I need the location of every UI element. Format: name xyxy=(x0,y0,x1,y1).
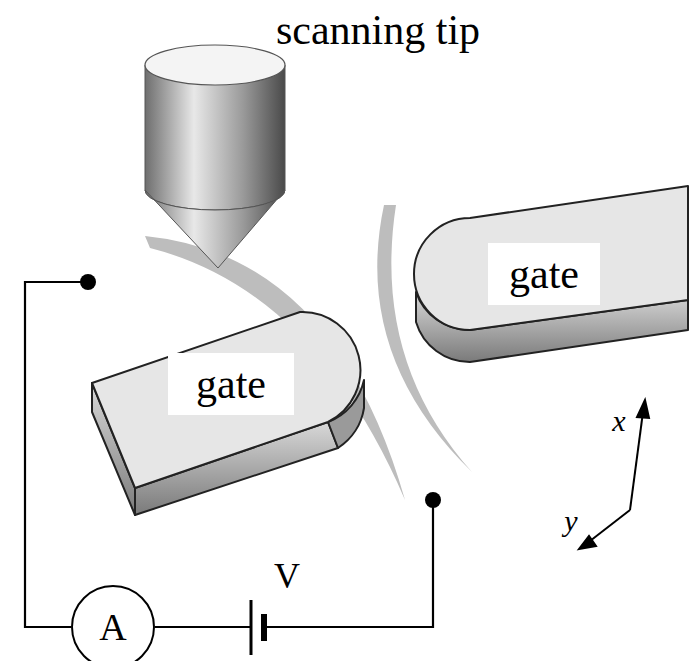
axis-arrows xyxy=(579,400,649,549)
axis-label: y xyxy=(564,506,577,536)
voltage-label: V xyxy=(274,558,300,594)
circuit-wire xyxy=(25,282,433,627)
terminal xyxy=(80,274,96,290)
terminal xyxy=(425,492,441,508)
gate-label: gate xyxy=(509,253,579,295)
title-label: scanning tip xyxy=(276,9,480,51)
gate-electrode xyxy=(414,186,688,362)
gate-label-box: gate xyxy=(168,353,294,415)
gate-label-box: gate xyxy=(488,243,600,305)
ammeter-symbol: A xyxy=(71,585,155,661)
meter-letter: A xyxy=(99,608,126,646)
gate-electrode xyxy=(92,312,364,515)
axis-label: x xyxy=(612,406,625,436)
gate-label: gate xyxy=(196,363,266,405)
scanning-tip xyxy=(145,45,285,268)
battery-symbol xyxy=(251,600,264,655)
